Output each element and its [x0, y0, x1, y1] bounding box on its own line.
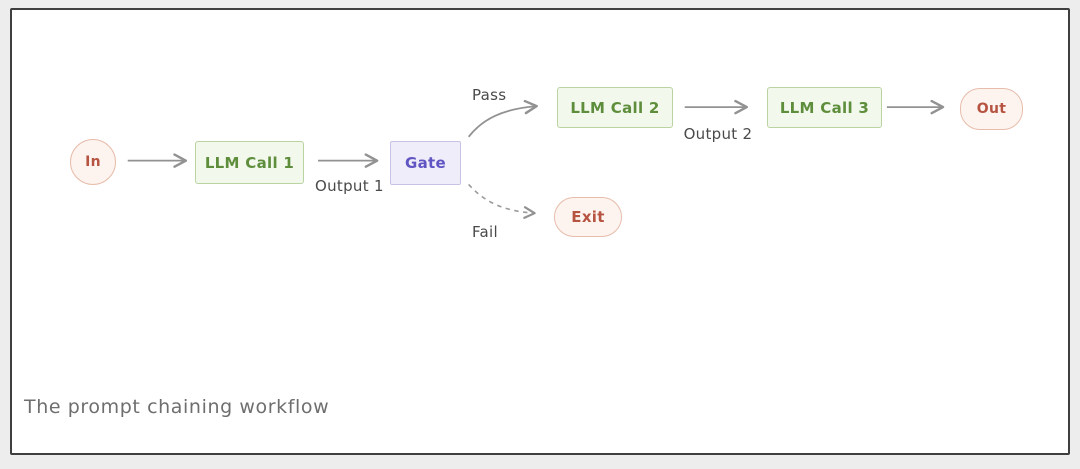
node-llm-call-2-label: LLM Call 2 — [570, 98, 660, 117]
node-llm-call-3-label: LLM Call 3 — [779, 98, 870, 117]
diagram-caption: The prompt chaining workflow — [24, 396, 330, 418]
node-out-label: Out — [976, 101, 1007, 117]
edge-gate-to-exit-fail — [468, 183, 536, 219]
node-exit: Exit — [554, 197, 622, 237]
node-llm-call-1: LLM Call 1 — [195, 141, 304, 184]
node-gate-label: Gate — [405, 154, 446, 172]
edge-gate-to-llm2-pass — [467, 99, 538, 138]
node-llm-call-2: LLM Call 2 — [557, 87, 673, 128]
node-llm-call-1-label: LLM Call 1 — [204, 153, 295, 172]
node-gate: Gate — [390, 141, 461, 185]
node-exit-label: Exit — [571, 208, 605, 226]
edge-label-pass: Pass — [472, 86, 507, 104]
edge-label-output-2: Output 2 — [683, 125, 753, 143]
node-in: In — [70, 139, 116, 185]
node-out: Out — [960, 88, 1023, 130]
edge-label-output-1: Output 1 — [315, 177, 384, 195]
edges-layer — [127, 99, 945, 219]
node-in-label: In — [85, 154, 101, 170]
edge-label-fail: Fail — [472, 223, 498, 241]
diagram-canvas: In LLM Call 1 Gate LLM Call 2 LLM Call 3… — [10, 8, 1070, 455]
node-llm-call-3: LLM Call 3 — [767, 87, 882, 128]
